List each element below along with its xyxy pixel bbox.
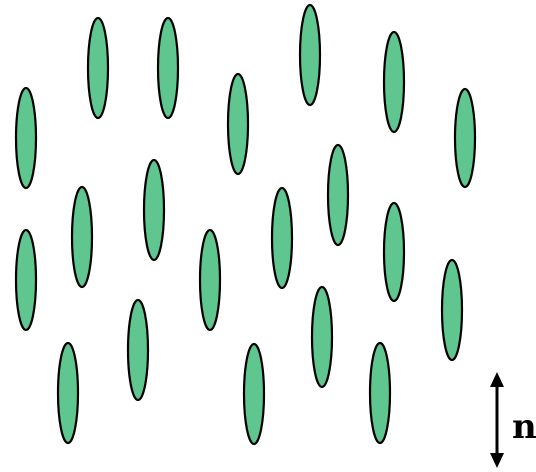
molecule-ellipse [228, 74, 248, 174]
director-arrow-head-up [490, 372, 504, 387]
molecule-group [16, 5, 475, 444]
molecule-ellipse [128, 300, 148, 400]
molecule-ellipse [312, 287, 332, 387]
molecule-ellipse [328, 145, 348, 245]
molecule-ellipse [200, 230, 220, 330]
molecule-ellipse [300, 5, 320, 105]
director-arrow [490, 372, 504, 468]
molecule-ellipse [88, 18, 108, 118]
molecule-ellipse [16, 230, 36, 330]
director-arrow-head-down [490, 453, 504, 468]
molecule-ellipse [72, 187, 92, 287]
molecule-ellipse [16, 88, 36, 188]
molecule-ellipse [158, 18, 178, 118]
molecule-ellipse [384, 32, 404, 132]
director-label: n [512, 407, 536, 447]
molecule-ellipse [455, 89, 475, 187]
molecule-ellipse [370, 343, 390, 443]
molecule-ellipse [384, 203, 404, 301]
molecule-ellipse [272, 188, 292, 288]
molecule-ellipse [244, 344, 264, 444]
molecule-ellipse [442, 260, 462, 360]
molecule-ellipse [144, 160, 164, 260]
molecule-ellipse [58, 343, 78, 443]
